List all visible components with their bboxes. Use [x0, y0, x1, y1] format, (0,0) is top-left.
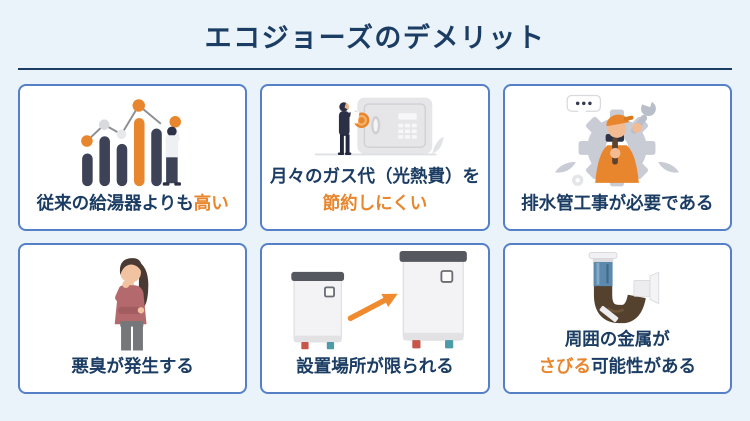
card-caption: 周囲の金属が さびる可能性がある — [539, 326, 697, 380]
caption-text: 従来の給湯器よりも — [36, 192, 194, 213]
caption-text: 可能性がある — [591, 355, 697, 376]
card-caption: 悪臭が発生する — [71, 353, 194, 380]
caption-accent-text: さびる — [538, 355, 592, 376]
rusty-drain-pipe-icon — [589, 251, 660, 323]
card-gas-cost: 月々のガス代（光熱費）を 節約しにくい — [260, 83, 490, 231]
card-grid: 従来の給湯器よりも高い — [18, 83, 732, 394]
card-caption: 排水管工事が必要である — [521, 190, 713, 217]
small-water-heater-icon — [291, 271, 345, 349]
two-water-heaters-arrow-icon — [291, 250, 467, 349]
card-caption: 従来の給湯器よりも高い — [37, 190, 229, 217]
title-divider — [18, 67, 732, 70]
caption-line: さびる可能性がある — [539, 353, 697, 380]
caption-text: 悪臭が発生する — [71, 355, 194, 376]
card-illustration — [511, 92, 724, 190]
card-install-location: 設置場所が限られる — [260, 242, 490, 394]
card-illustration — [26, 251, 239, 353]
large-water-heater-icon — [399, 250, 467, 349]
caption-line: 月々のガス代（光熱費）を — [270, 163, 480, 190]
page-title: エコジョーズのデメリット — [204, 23, 546, 53]
card-drain-work: 排水管工事が必要である — [502, 83, 732, 231]
caption-text: 周囲の金属が — [564, 328, 670, 349]
caption-line: 節約しにくい — [270, 190, 480, 217]
caption-accent-text: 節約しにくい — [322, 192, 428, 213]
card-bad-smell: 悪臭が発生する — [18, 242, 248, 394]
caption-text: 設置場所が限られる — [296, 355, 454, 376]
card-illustration — [268, 92, 481, 163]
caption-accent-text: 高い — [193, 192, 229, 213]
arrow-icon — [347, 293, 398, 321]
worker-with-gear-icon — [555, 94, 680, 187]
card-higher-price: 従来の給湯器よりも高い — [18, 83, 248, 231]
caption-text: 排水管工事が必要である — [521, 192, 714, 213]
bar-chart-with-person-icon — [80, 98, 181, 186]
card-illustration — [511, 251, 724, 326]
card-caption: 設置場所が限られる — [296, 353, 454, 380]
caption-line: 周囲の金属が — [539, 326, 697, 353]
woman-covering-nose-icon — [114, 257, 148, 351]
card-rust: 周囲の金属が さびる可能性がある — [502, 242, 732, 394]
card-caption: 月々のガス代（光熱費）を 節約しにくい — [270, 163, 480, 217]
card-illustration — [268, 250, 481, 353]
safe-with-person-icon — [314, 97, 444, 156]
card-illustration — [26, 92, 239, 190]
caption-text: 月々のガス代（光熱費）を — [269, 165, 480, 186]
